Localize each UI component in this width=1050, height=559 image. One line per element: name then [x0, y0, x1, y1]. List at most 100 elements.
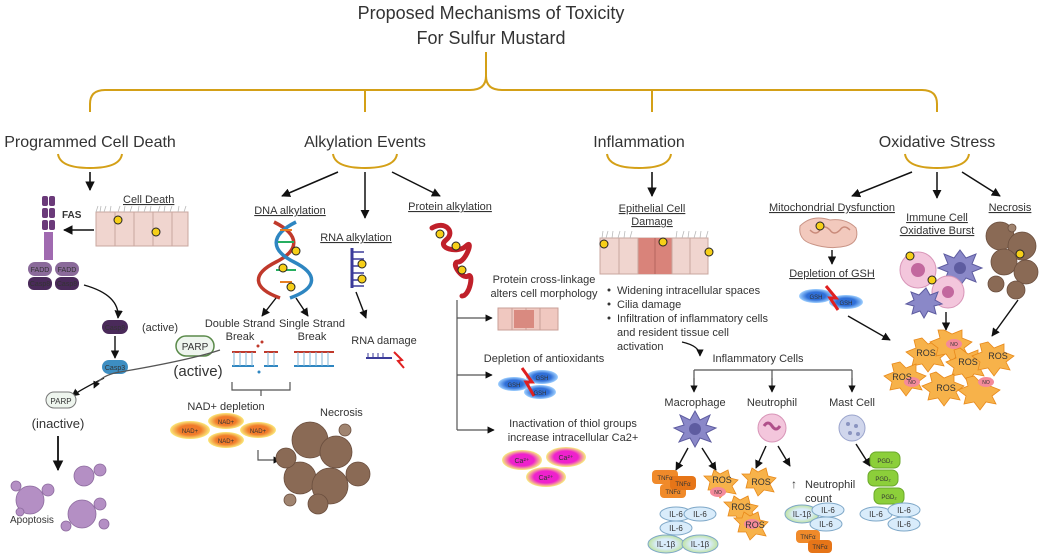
- label-antioxidants: Depletion of antioxidants: [484, 353, 605, 365]
- label-casp8-active-state: (active): [142, 322, 178, 334]
- damaged-epithelium-icon: [599, 230, 714, 275]
- label-macrophage: Macrophage: [664, 397, 725, 409]
- dna-helix-icon: [256, 220, 314, 300]
- label-neutrophil: Neutrophil: [747, 397, 797, 409]
- bullet-3: Infiltration of inflammatory cells: [617, 313, 768, 325]
- programmed-cell-death-section: Cell Death FAS: [10, 172, 189, 532]
- ros-o4: ROS: [892, 372, 912, 382]
- gsh-token-o1: GSH: [809, 295, 822, 301]
- parp-inactive-pill: [45, 391, 77, 409]
- label-crosslink-1: Protein cross-linkage: [493, 274, 596, 286]
- label-dna-alkylation: DNA alkylation: [254, 205, 326, 217]
- double-strand-break-icon: [232, 340, 278, 374]
- label-epithelial-2: Damage: [631, 216, 673, 228]
- tnf-m1: TNFα: [657, 476, 673, 482]
- label-fadd-1: FADD: [31, 267, 50, 274]
- label-parp-active: PARP: [182, 342, 209, 353]
- crosslink-tissue-icon: [497, 307, 559, 331]
- bullet-3-cont-2: activation: [617, 341, 663, 353]
- il1b-m2: IL-1β: [691, 540, 710, 549]
- macrophage-cell-icon: [672, 409, 718, 449]
- single-strand-break-icon: [294, 351, 334, 367]
- nad-tokens: [170, 413, 276, 448]
- pgd-2: PGD₂: [875, 477, 891, 483]
- il6-m1: IL-6: [669, 510, 683, 519]
- casp3-pill: [102, 360, 128, 374]
- ros-o5: ROS: [936, 383, 956, 393]
- tnf-n1: TNFα: [800, 535, 816, 541]
- pgd-3: PGD₂: [881, 495, 897, 501]
- apoptosis-cells: [10, 463, 110, 532]
- il6-mc1: IL-6: [869, 510, 883, 519]
- label-gsh-depletion: Depletion of GSH: [789, 268, 875, 280]
- label-parp-inactive: PARP: [50, 397, 71, 406]
- tnf-n2: TNFα: [812, 545, 828, 551]
- ros-o3: ROS: [988, 351, 1008, 361]
- no-dots-oxidative: [904, 339, 994, 387]
- gsh-token-o2: GSH: [839, 301, 852, 307]
- label-apoptosis: Apoptosis: [10, 515, 54, 526]
- category-inflammation: Inflammation: [593, 134, 685, 151]
- tnf-m3: TNFα: [675, 482, 691, 488]
- label-rna-alkylation: RNA alkylation: [320, 232, 392, 244]
- pgd-tokens: [867, 451, 905, 505]
- mitochondrion-icon: [799, 217, 858, 249]
- neutrophil-count-1: Neutrophil: [805, 479, 855, 491]
- label-mito-dysfunction: Mitochondrial Dysfunction: [769, 202, 895, 214]
- parp-active-pill: [175, 335, 215, 357]
- fadd-casp8-complex: [28, 262, 79, 290]
- alkylation-section: DNA alkylation RNA alkylation Protein al…: [93, 171, 639, 515]
- necrosis-marker: [1015, 249, 1025, 259]
- label-cell-death: Cell Death: [123, 194, 174, 206]
- label-necrosis-oxidative: Necrosis: [989, 202, 1032, 214]
- ros-burst-cluster: [883, 329, 1015, 411]
- gsh-token-a2: GSH: [535, 376, 548, 382]
- necrosis-cluster-alkylation: [275, 421, 371, 515]
- gsh-token-a1: GSH: [507, 383, 520, 389]
- il1b-m1: IL-1β: [657, 540, 676, 549]
- necrosis-cluster-oxidative: [985, 221, 1039, 300]
- sub-brackets: [57, 153, 970, 170]
- label-thiol-2: increase intracellular Ca2+: [508, 432, 639, 444]
- il6-mc3: IL-6: [897, 520, 911, 529]
- tnf-m2: TNFα: [665, 490, 681, 496]
- il-tokens-macrophage: [647, 506, 719, 554]
- no-o2: NO: [908, 380, 916, 386]
- casp8-active-pill: [102, 320, 128, 334]
- label-epithelial-1: Epithelial Cell: [619, 203, 686, 215]
- title-line-1: Proposed Mechanisms of Toxicity: [358, 3, 625, 23]
- label-crosslink-2: alters cell morphology: [491, 288, 598, 300]
- label-thiol-1: Inactivation of thiol groups: [509, 418, 637, 430]
- label-inactive: (inactive): [32, 416, 85, 431]
- pgd-1: PGD₂: [877, 459, 893, 465]
- category-oxidative-stress: Oxidative Stress: [879, 134, 995, 151]
- label-casp8-2: Casp8: [57, 281, 77, 288]
- nad-token-4: NAD+: [250, 429, 267, 435]
- label-fas: FAS: [62, 210, 82, 221]
- category-alkylation-events: Alkylation Events: [304, 134, 426, 151]
- il-tokens-neutrophil: [784, 502, 845, 553]
- il6-n1: IL-6: [821, 506, 835, 515]
- label-inflammatory-cells: Inflammatory Cells: [712, 353, 804, 365]
- bullet-3-cont-1: and resident tissue cell: [617, 327, 729, 339]
- protein-squiggle-icon: [429, 222, 474, 299]
- immune-cells-icon: [899, 249, 984, 320]
- top-bracket: [89, 52, 938, 112]
- nad-bracket: [231, 382, 291, 396]
- rna-strand-icon: [350, 248, 367, 288]
- ca-token-1: Ca²⁺: [515, 458, 530, 465]
- neutrophil-count-arrow: ↑: [791, 477, 797, 491]
- label-parp-active-state: (active): [173, 363, 222, 380]
- cell-death-epithelium: [95, 205, 189, 247]
- label-necrosis-alkylation: Necrosis: [320, 407, 363, 419]
- il6-m2: IL-6: [693, 510, 707, 519]
- label-rna-damage: RNA damage: [351, 335, 416, 347]
- neutrophil-cell-icon: [757, 413, 787, 443]
- nad-token-3: NAD+: [218, 439, 235, 445]
- label-immune-2: Oxidative Burst: [900, 225, 975, 237]
- gsh-tokens-oxidative: [799, 285, 863, 311]
- no-dot-1: [710, 487, 726, 497]
- tnf-tokens-macrophage: [652, 470, 696, 498]
- ca-token-2: Ca²⁺: [559, 455, 574, 462]
